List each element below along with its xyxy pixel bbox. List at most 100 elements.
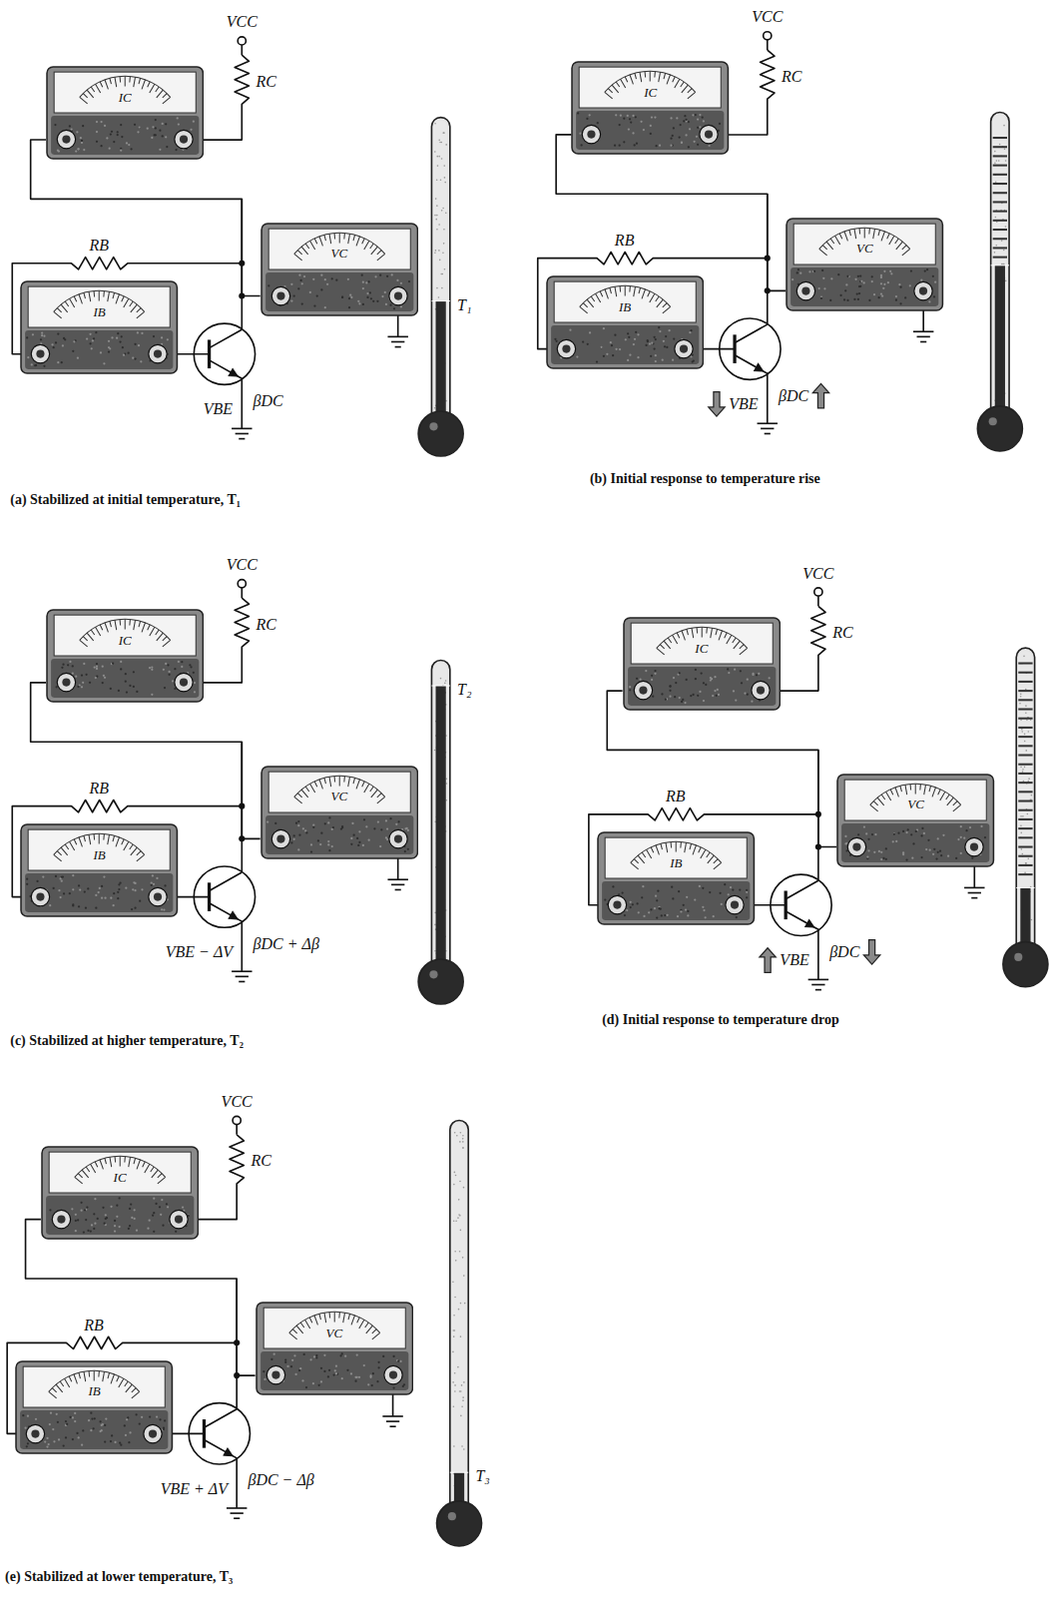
meter-case <box>261 766 418 859</box>
meter-texture <box>659 908 662 911</box>
meter-tick <box>99 624 103 631</box>
meter-label: VC <box>331 789 349 803</box>
meter-texture <box>117 1225 120 1228</box>
meter-texture <box>160 336 163 339</box>
meter-texture <box>135 1229 138 1232</box>
meter-texture <box>906 858 909 861</box>
meter-tick <box>123 1155 126 1162</box>
meter-texture <box>731 690 734 693</box>
meter-texture <box>111 662 114 665</box>
meter-box: IB <box>19 280 178 375</box>
meter-texture <box>103 1440 106 1443</box>
meter-tick <box>377 792 382 797</box>
meter-texture <box>92 1427 95 1430</box>
temperature-change-mark <box>993 154 1008 157</box>
thermometer-stipple <box>1024 733 1027 736</box>
meter-tick <box>53 854 62 862</box>
change-arrow <box>863 940 880 966</box>
temperature-change-mark <box>1018 726 1033 729</box>
meter-texture <box>319 1367 322 1370</box>
meter-texture <box>79 888 82 891</box>
meter-tick <box>69 298 75 308</box>
meter-tick <box>675 841 677 852</box>
thermometer-stipple <box>462 1137 465 1140</box>
thermometer-stipple <box>441 209 444 212</box>
meter-texture <box>93 1222 96 1225</box>
meter-terminal <box>169 1209 188 1228</box>
meter-texture <box>797 268 800 271</box>
meter-texture <box>174 148 177 151</box>
meter-texture <box>71 1438 74 1441</box>
meter-texture <box>138 1422 141 1425</box>
meter-texture <box>900 285 903 288</box>
meter-tick <box>666 74 670 85</box>
meter-texture <box>72 350 75 353</box>
meter-texture <box>855 277 858 280</box>
thermometer-stipple <box>1028 777 1031 780</box>
meter-tick <box>844 231 848 242</box>
meter-texture <box>642 915 645 918</box>
meter-texture <box>163 908 166 911</box>
meter-tick <box>107 834 110 845</box>
meter-texture <box>628 686 631 689</box>
wire <box>30 139 261 296</box>
meter-texture <box>605 353 608 356</box>
meter-texture <box>82 662 85 665</box>
meter-texture <box>696 118 699 121</box>
meter-texture <box>883 269 886 272</box>
meter-texture <box>868 299 871 302</box>
meter-texture <box>719 892 722 895</box>
meter-texture <box>670 886 673 889</box>
ground-symbol <box>808 979 829 982</box>
meter-texture <box>110 1434 113 1437</box>
meter-label: IB <box>93 305 106 319</box>
meter-texture <box>73 1420 76 1423</box>
meter-tick <box>79 97 88 105</box>
meter-texture <box>691 693 694 696</box>
meter-tick <box>902 244 907 249</box>
meter-tick <box>124 619 126 630</box>
meter-tick <box>128 1156 131 1167</box>
meter-texture <box>701 887 704 890</box>
meter-tick <box>323 1313 326 1324</box>
meter-tick <box>356 1317 360 1324</box>
meter-case <box>20 824 177 917</box>
meter-tick <box>644 71 647 78</box>
meter-tick <box>343 775 346 782</box>
meter-texture <box>320 273 323 276</box>
meter-tick <box>709 628 712 639</box>
meter-texture <box>34 364 37 367</box>
meter-texture <box>635 677 638 680</box>
meter-texture <box>695 135 698 138</box>
meter-tick <box>82 636 87 641</box>
ground-symbol <box>235 976 249 979</box>
meter-texture <box>57 361 60 364</box>
meter-tick <box>869 227 872 234</box>
meter-texture <box>934 280 937 283</box>
meter-face <box>579 66 722 108</box>
meter-tick <box>115 294 119 305</box>
meter-texture <box>164 884 167 887</box>
meter-texture <box>107 340 110 343</box>
meter-terminal <box>965 837 984 856</box>
meter-texture <box>895 840 898 843</box>
meter-texture <box>350 296 353 299</box>
meter-tick <box>131 1391 140 1399</box>
ground-symbol <box>815 989 822 992</box>
meter-texture <box>94 676 97 679</box>
meter-texture <box>116 131 119 134</box>
meter-tick <box>358 1320 364 1330</box>
meter-tick <box>655 296 660 302</box>
meter-texture <box>99 351 102 354</box>
meter-texture <box>292 837 295 840</box>
meter-texture <box>731 889 734 892</box>
meter-tick <box>115 837 119 848</box>
meter-texture <box>399 305 402 308</box>
meter-tick <box>155 629 160 635</box>
meter-tick <box>48 1391 57 1399</box>
thermometer-stipple <box>452 1381 455 1384</box>
meter-tick <box>718 630 722 641</box>
meter-texture <box>46 1445 49 1448</box>
meter-texture <box>928 839 931 842</box>
meter-tick <box>618 285 621 292</box>
